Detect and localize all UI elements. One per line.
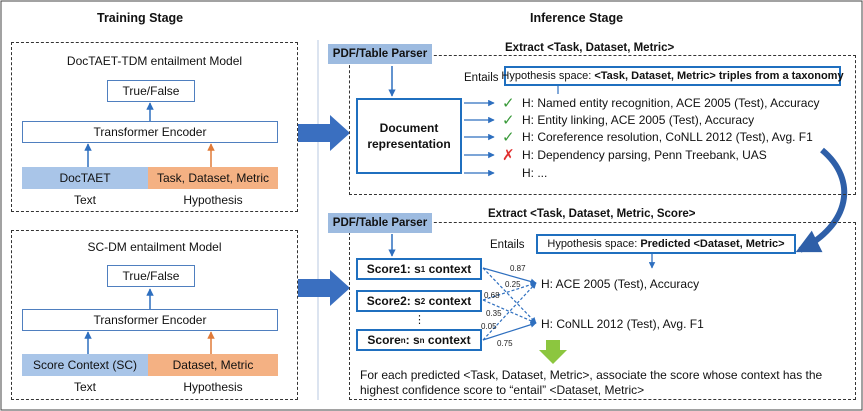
top-hyp-space-box: Hypothesis space: <Task, Dataset, Metric… [501,66,844,86]
model2-text-caption: Text [73,380,96,394]
inference-bottom-container [349,222,856,400]
scoren-suffix: context [424,333,471,347]
weight-label: 0.75 [497,339,513,348]
top-hyp-space-bold: <Task, Dataset, Metric> triples from a t… [594,70,844,82]
doc-representation-box: Document representation [356,98,462,174]
bottom-hyp-space-prefix: Hypothesis space: [547,238,641,250]
scoren-label: Score [367,333,401,347]
model1-encoder-box: Transformer Encoder [22,121,278,143]
weight-label: 0.05 [481,322,497,331]
hyp3-text: H: Coreference resolution, CoNLL 2012 (T… [522,130,813,144]
model2-hyp-caption: Hypothesis [183,380,243,394]
curved-arrow [795,147,848,253]
score1-label: Score1: s [366,262,421,276]
weight-label: 0.68 [484,291,500,300]
score2-suffix: context [425,294,472,308]
model1-hyp-caption: Hypothesis [183,193,243,207]
inference-top-container [349,55,856,195]
hyp4-cross-icon: ✗ [502,147,515,164]
bottom-hyp1-text: H: ACE 2005 (Test), Accuracy [541,277,700,291]
model2-title: SC-DM entailment Model [87,240,222,254]
score2-sub: 2 [420,296,426,306]
bottom-parser-label: PDF/Table Parser [328,213,432,233]
green-down-arrow [539,340,567,364]
model1-text-caption: Text [73,193,96,207]
score1-suffix: context [425,262,472,276]
model1-container [11,42,298,212]
inference-stage-title: Inference Stage [530,11,624,25]
score1-sub: 1 [420,264,426,274]
hyp5-text: H: ... [522,166,548,180]
model2-text-input: Score Context (SC) [22,354,148,376]
model2-container [11,230,298,400]
bottom-hyp2-text: H: CoNLL 2012 (Test), Avg. F1 [541,317,704,331]
weight-label: 0.87 [510,264,526,273]
scoren-sub: n [400,335,406,345]
hyp2-check-icon: ✓ [502,112,515,129]
hyp1-check-icon: ✓ [502,95,515,112]
score2-label: Score2: s [366,294,421,308]
top-extract-label: Extract <Task, Dataset, Metric> [505,42,675,54]
hyp4-text: H: Dependency parsing, Penn Treebank, UA… [522,148,767,162]
weight-label: 0.35 [486,309,502,318]
footer-note: For each predicted <Task, Dataset, Metri… [360,368,823,397]
score-ellipsis: ⋮ [414,314,425,326]
hyp1-text: H: Named entity recognition, ACE 2005 (T… [522,96,820,110]
bottom-entails-label: Entails [490,239,525,251]
scoren-mid: : s [405,333,420,347]
bottom-extract-label: Extract <Task, Dataset, Metric, Score> [488,208,696,220]
bottom-hyp-space-bold: Predicted <Dataset, Metric> [640,238,785,250]
hyp3-check-icon: ✓ [502,129,515,146]
scoren-sub2: n [419,335,425,345]
block-arrow-top [298,115,350,151]
model1-title: DocTAET-TDM entailment Model [66,54,243,68]
top-parser-label: PDF/Table Parser [328,44,432,64]
model2-encoder-box: Transformer Encoder [22,309,278,331]
doc-representation-label: Document representation [367,121,451,151]
model1-hyp-input: Task, Dataset, Metric [148,167,278,189]
model1-output-box: True/False [107,80,195,102]
model2-output-box: True/False [107,265,195,287]
model1-text-input: DocTAET [22,167,148,189]
training-stage-title: Training Stage [97,11,184,25]
top-hyp-space-prefix: Hypothesis space: [501,70,595,82]
hyp2-text: H: Entity linking, ACE 2005 (Test), Accu… [522,113,755,127]
model2-hyp-input: Dataset, Metric [148,354,278,376]
top-entails-label: Entails [464,72,499,84]
weight-label: 0.25 [505,280,521,289]
block-arrow-bottom [298,270,350,306]
bottom-hyp-space-box: Hypothesis space: Predicted <Dataset, Me… [536,234,796,254]
